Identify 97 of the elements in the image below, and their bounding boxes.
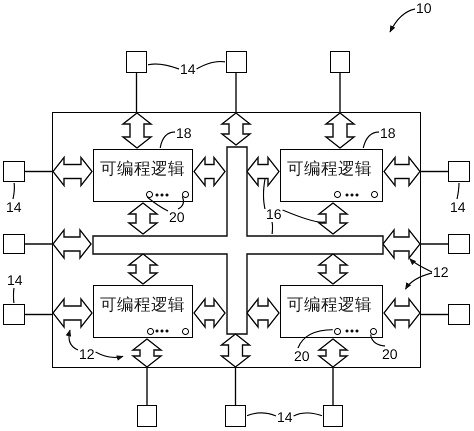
pad-square (3, 234, 25, 254)
pin-circle (146, 190, 152, 198)
leader-line (12, 288, 15, 304)
block-label: 可编程逻辑 (287, 294, 372, 316)
double-arrow (126, 202, 160, 235)
connector-line (25, 243, 52, 245)
pin-circle (334, 328, 340, 334)
leader-line (178, 196, 184, 210)
chip-outline (52, 112, 421, 368)
leader-line (12, 182, 15, 200)
callout-number: 18 (175, 125, 193, 141)
connector-line (25, 170, 52, 172)
callout-number: 20 (381, 346, 399, 362)
block-label: 可编程逻辑 (100, 158, 185, 180)
leader-arrow (66, 329, 78, 351)
leader-arrow (95, 351, 124, 360)
pad-square (3, 304, 25, 325)
callout-number: 14 (6, 272, 24, 288)
leader-line (362, 131, 380, 148)
block-label: 可编程逻辑 (287, 158, 372, 180)
pad-square (226, 51, 247, 73)
double-arrow (219, 333, 252, 368)
connector-line (25, 314, 52, 316)
callout-number: 18 (379, 125, 397, 141)
pin-circle (182, 328, 188, 334)
leader-line (196, 60, 226, 70)
double-arrow (126, 253, 160, 285)
double-arrow (52, 228, 92, 260)
leader-line (370, 334, 386, 347)
pad-square (137, 405, 157, 427)
pin-circle (370, 328, 376, 334)
pad-square (225, 405, 246, 427)
logic-block (93, 285, 193, 338)
double-arrow (316, 338, 350, 368)
connector-line (146, 368, 148, 405)
callout-number: 20 (293, 348, 311, 364)
connector-line (339, 73, 341, 112)
connector-line (421, 243, 448, 245)
pad-square (330, 51, 350, 73)
double-arrow (193, 155, 226, 188)
pin-circle (146, 328, 154, 334)
double-arrow (246, 155, 280, 188)
leader-line (262, 178, 266, 210)
double-arrow (383, 155, 421, 188)
pin-circle (370, 190, 378, 198)
leader-arrow (389, 8, 416, 33)
pin-circle (182, 190, 188, 198)
pin-circle (334, 190, 340, 198)
double-arrow (193, 296, 226, 330)
callout-number: 14 (5, 199, 23, 215)
leader-arrow (409, 258, 432, 273)
logic-block (280, 285, 383, 338)
leader-line (456, 182, 460, 200)
double-arrow (120, 112, 154, 149)
pad-square (323, 405, 343, 427)
double-arrow (52, 296, 93, 330)
double-arrow (324, 112, 356, 149)
double-arrow (383, 296, 421, 330)
connector-line (234, 368, 236, 405)
connector-line (421, 170, 448, 172)
leader-line (271, 222, 274, 234)
callout-number: 14 (276, 409, 294, 425)
callout-number: 14 (179, 61, 197, 77)
double-arrow (382, 228, 421, 260)
leader-line (146, 196, 168, 212)
callout-number: 10 (415, 0, 433, 16)
leader-line (293, 412, 322, 417)
double-arrow (316, 253, 350, 285)
callout-number: 16 (265, 206, 283, 222)
pad-square (448, 161, 470, 182)
connector-line (421, 314, 448, 316)
callout-number: 20 (168, 209, 186, 225)
double-arrow (316, 202, 350, 235)
cross-bus (93, 147, 383, 334)
leader-arrow (405, 272, 432, 290)
pad-square (3, 161, 25, 182)
leader-line (297, 329, 333, 348)
leader-line (246, 412, 276, 417)
logic-block (280, 149, 383, 202)
pad-square (448, 304, 470, 325)
connector-line (235, 73, 237, 112)
callout-number: 12 (78, 346, 96, 362)
leader-line (148, 63, 180, 70)
double-arrow (130, 338, 164, 368)
double-arrow (220, 112, 252, 146)
callout-number: 14 (449, 199, 467, 215)
callout-number: 12 (432, 264, 450, 280)
connector-line (332, 368, 334, 405)
leader-line (160, 131, 176, 148)
pad-square (126, 51, 147, 73)
block-label: 可编程逻辑 (100, 294, 185, 316)
logic-block (93, 149, 193, 202)
double-arrow (52, 155, 93, 188)
leader-line (282, 209, 326, 223)
pad-square (448, 234, 470, 254)
connector-line (136, 73, 138, 112)
double-arrow (246, 296, 280, 330)
